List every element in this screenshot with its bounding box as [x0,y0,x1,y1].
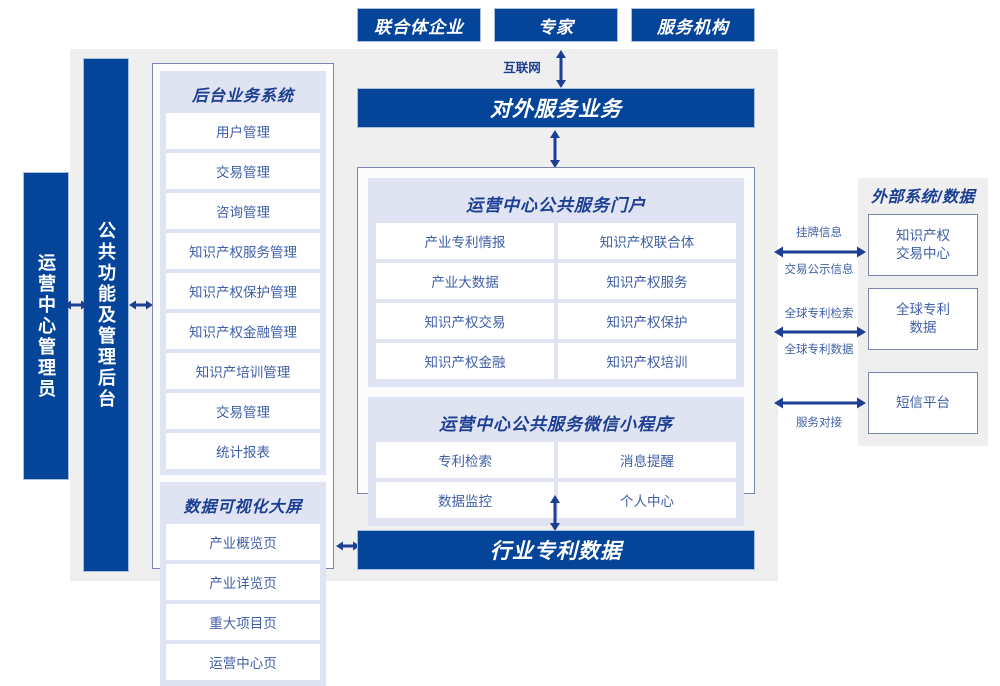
actor-label: 专家 [538,17,574,37]
portal-title: 运营中心公共服务门户 [466,196,646,215]
connector-label-above-0: 挂牌信息 [796,227,842,239]
backend-item[interactable]: 知识产权服务管理 [166,233,320,269]
connector-label-above-1: 全球专利检索 [784,308,854,320]
external-system-box-1[interactable]: 全球专利 数据 [868,288,978,350]
operation-center-admin-bar[interactable]: 运营中心管理员 [23,172,69,480]
portal-grid: 产业专利情报 知识产权联合体 产业大数据 知识产权服务 知识产权交易 知识产权保… [376,223,736,379]
actor-label: 服务机构 [657,17,729,37]
wechat-item[interactable]: 数据监控 [376,482,554,518]
wechat-miniprogram-group: 运营中心公共服务微信小程序 专利检索 消息提醒 数据监控 个人中心 [368,397,744,526]
connector-label-below-1: 全球专利数据 [784,344,854,356]
backend-system-title: 后台业务系统 [191,88,294,105]
external-box-text: 全球专利 数据 [896,301,950,337]
arrow-external-1 [774,326,866,338]
industry-patent-data-bar[interactable]: 行业专利数据 [357,530,755,570]
portal-item[interactable]: 产业大数据 [376,263,554,299]
wechat-item[interactable]: 个人中心 [558,482,736,518]
portal-item[interactable]: 知识产权联合体 [558,223,736,259]
backend-item[interactable]: 知识产培训管理 [166,353,320,389]
wechat-item[interactable]: 消息提醒 [558,442,736,478]
external-box-line1: 知识产权 [896,227,950,243]
dataviz-item[interactable]: 产业概览页 [166,524,320,560]
dataviz-item[interactable]: 重大项目页 [166,604,320,640]
backend-item[interactable]: 知识产权保护管理 [166,273,320,309]
actor-box-2[interactable]: 服务机构 [631,8,755,42]
internet-label: 互联网 [503,61,541,75]
data-visualization-group: 数据可视化大屏 产业概览页 产业详览页 重大项目页 运营中心页 [160,482,326,686]
dataviz-item[interactable]: 产业详览页 [166,564,320,600]
connector-label-below-0: 交易公示信息 [784,264,854,276]
backend-item[interactable]: 交易管理 [166,393,320,429]
common-function-label: 公共功能及管理后台 [96,220,116,410]
actor-label: 联合体企业 [374,17,464,37]
external-box-line1: 全球专利 [896,301,950,317]
backend-item[interactable]: 知识产权金融管理 [166,313,320,349]
dataviz-item[interactable]: 运营中心页 [166,644,320,680]
portal-item[interactable]: 知识产权交易 [376,303,554,339]
backend-item[interactable]: 统计报表 [166,433,320,469]
connector-label-below-2: 服务对接 [796,417,842,429]
admin-bar-label: 运营中心管理员 [36,252,56,400]
portal-item[interactable]: 知识产权金融 [376,343,554,379]
arrow-external-2 [774,397,866,409]
data-visualization-title: 数据可视化大屏 [183,499,303,516]
common-function-bar[interactable]: 公共功能及管理后台 [83,58,129,572]
portal-item[interactable]: 知识产权保护 [558,303,736,339]
portal-item[interactable]: 知识产权服务 [558,263,736,299]
external-systems-title: 外部系统/数据 [871,189,975,206]
backend-panel: 后台业务系统 用户管理 交易管理 咨询管理 知识产权服务管理 知识产权保护管理 … [152,63,334,686]
wechat-title: 运营中心公共服务微信小程序 [439,415,673,434]
external-service-label: 对外服务业务 [490,98,622,121]
portal-item[interactable]: 产业专利情报 [376,223,554,259]
backend-item[interactable]: 用户管理 [166,113,320,149]
actor-box-1[interactable]: 专家 [494,8,618,42]
backend-item[interactable]: 交易管理 [166,153,320,189]
portal-panel: 运营中心公共服务门户 产业专利情报 知识产权联合体 产业大数据 知识产权服务 知… [357,167,755,526]
external-service-bar[interactable]: 对外服务业务 [357,88,755,128]
external-box-text: 知识产权 交易中心 [896,227,950,263]
backend-item[interactable]: 咨询管理 [166,193,320,229]
wechat-item[interactable]: 专利检索 [376,442,554,478]
external-box-line2: 交易中心 [896,246,950,261]
external-box-line1: 短信平台 [896,394,950,410]
industry-patent-data-label: 行业专利数据 [490,540,622,563]
external-box-line2: 数据 [909,320,937,335]
wechat-grid: 专利检索 消息提醒 数据监控 个人中心 [376,442,736,518]
external-system-box-0[interactable]: 知识产权 交易中心 [868,214,978,276]
external-system-box-2[interactable]: 短信平台 [868,372,978,434]
arrow-external-0 [774,246,866,258]
external-box-text: 短信平台 [896,394,950,412]
portal-item[interactable]: 知识产权培训 [558,343,736,379]
public-service-portal-group: 运营中心公共服务门户 产业专利情报 知识产权联合体 产业大数据 知识产权服务 知… [368,178,744,387]
backend-system-group: 后台业务系统 用户管理 交易管理 咨询管理 知识产权服务管理 知识产权保护管理 … [160,71,326,475]
actor-box-0[interactable]: 联合体企业 [357,8,481,42]
